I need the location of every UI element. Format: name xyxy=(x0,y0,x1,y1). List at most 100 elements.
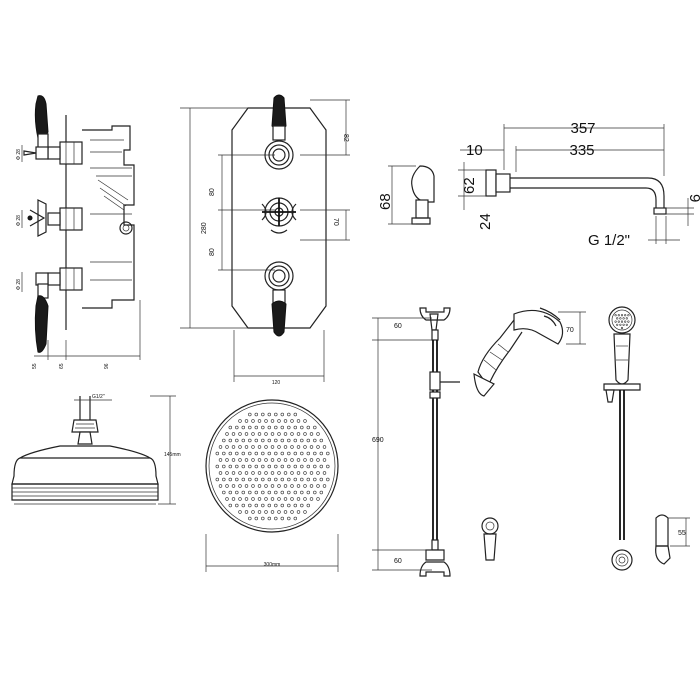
spray-hole xyxy=(231,445,236,449)
spray-hole xyxy=(254,451,258,456)
spray-hole xyxy=(264,497,268,501)
spray-hole xyxy=(267,477,271,482)
spray-hole xyxy=(293,477,297,482)
rose-side-height-label: 145mm xyxy=(164,452,181,458)
elbow-height-label: 68 xyxy=(377,193,394,210)
spray-hole xyxy=(270,419,275,423)
spray-hole xyxy=(274,438,278,443)
spray-hole xyxy=(313,464,317,469)
spray-hole xyxy=(316,458,320,462)
spray-hole xyxy=(620,320,624,323)
spray-hole xyxy=(222,451,226,456)
spray-hole xyxy=(248,516,252,521)
spray-hole xyxy=(215,464,220,469)
spray-hole xyxy=(244,445,249,449)
spray-hole xyxy=(257,458,262,462)
spray-hole xyxy=(254,477,258,482)
spray-hole xyxy=(306,464,310,469)
spray-hole xyxy=(287,503,291,508)
spray-hole xyxy=(624,320,627,323)
spray-hole xyxy=(264,419,268,423)
faceplate-upper-spacing-label: 80 xyxy=(209,188,216,196)
spray-hole xyxy=(306,477,310,482)
spray-hole xyxy=(231,432,236,436)
spray-hole xyxy=(264,458,268,462)
spray-hole xyxy=(283,497,288,501)
spray-hole xyxy=(306,425,310,430)
spray-hole xyxy=(287,464,291,469)
spray-hole xyxy=(619,317,622,320)
spray-hole xyxy=(290,432,294,436)
spray-hole xyxy=(296,510,301,514)
spray-hole xyxy=(274,412,278,417)
spray-hole xyxy=(241,425,246,430)
spray-hole xyxy=(313,490,317,495)
spray-hole xyxy=(622,323,625,326)
spray-hole xyxy=(274,425,278,430)
spray-hole xyxy=(244,471,249,475)
spray-hole xyxy=(274,477,278,482)
spray-hole xyxy=(616,317,619,320)
spray-hole xyxy=(326,477,330,482)
spray-hole xyxy=(287,516,291,521)
spray-hole xyxy=(296,471,301,475)
spray-hole xyxy=(293,464,297,469)
spray-hole xyxy=(254,425,258,430)
spray-hole xyxy=(290,445,294,449)
spray-hole xyxy=(627,320,630,323)
spray-hole xyxy=(241,438,246,443)
spray-hole xyxy=(300,490,304,495)
spray-hole xyxy=(622,317,625,320)
arm-flange-offset-label: 24 xyxy=(477,213,494,230)
spray-hole xyxy=(257,484,262,488)
spray-hole xyxy=(228,464,233,469)
spray-hole xyxy=(248,425,252,430)
spray-hole xyxy=(290,419,294,423)
spray-hole xyxy=(244,484,249,488)
rose-top-diameter-label: 300mm xyxy=(264,562,281,568)
spray-hole xyxy=(619,323,622,326)
spray-hole xyxy=(261,438,265,443)
riser-handset: 70 xyxy=(473,307,586,397)
spray-hole xyxy=(235,503,239,508)
spray-hole xyxy=(326,464,330,469)
valve-dia-top-label: Φ 28 xyxy=(16,149,22,160)
spray-hole xyxy=(303,484,307,488)
spray-hole xyxy=(293,438,297,443)
spray-hole xyxy=(326,451,330,456)
spray-hole xyxy=(614,320,617,323)
arm-wall-plate-label: 10 xyxy=(466,142,483,159)
spray-hole xyxy=(283,432,288,436)
spray-hole xyxy=(306,438,310,443)
faceplate-top-offset-label: 82 xyxy=(342,134,349,142)
spray-hole xyxy=(300,425,304,430)
spray-hole xyxy=(303,419,307,423)
faceplate-height-label: 280 xyxy=(201,222,208,234)
spray-hole xyxy=(241,451,246,456)
spray-hole xyxy=(248,464,252,469)
spray-hole xyxy=(264,510,268,514)
spray-hole xyxy=(625,317,628,320)
riser-bottom-bracket-label: 60 xyxy=(394,558,402,565)
spray-hole xyxy=(280,477,284,482)
spray-hole xyxy=(254,516,258,521)
spray-hole xyxy=(235,477,239,482)
spray-hole xyxy=(244,419,249,423)
spray-hole xyxy=(251,471,255,475)
spray-hole xyxy=(231,458,236,462)
spray-hole xyxy=(261,451,265,456)
spray-hole xyxy=(277,471,281,475)
spray-hole xyxy=(215,477,220,482)
valve-side-handle-top xyxy=(23,95,83,165)
spray-hole xyxy=(225,458,229,462)
spray-hole xyxy=(303,445,307,449)
spray-hole xyxy=(287,412,291,417)
spray-hole xyxy=(287,490,291,495)
spray-hole xyxy=(290,471,294,475)
spray-hole xyxy=(235,464,239,469)
spray-hole xyxy=(228,503,233,508)
spray-hole xyxy=(257,497,262,501)
spray-hole xyxy=(287,477,291,482)
spray-hole xyxy=(257,445,262,449)
